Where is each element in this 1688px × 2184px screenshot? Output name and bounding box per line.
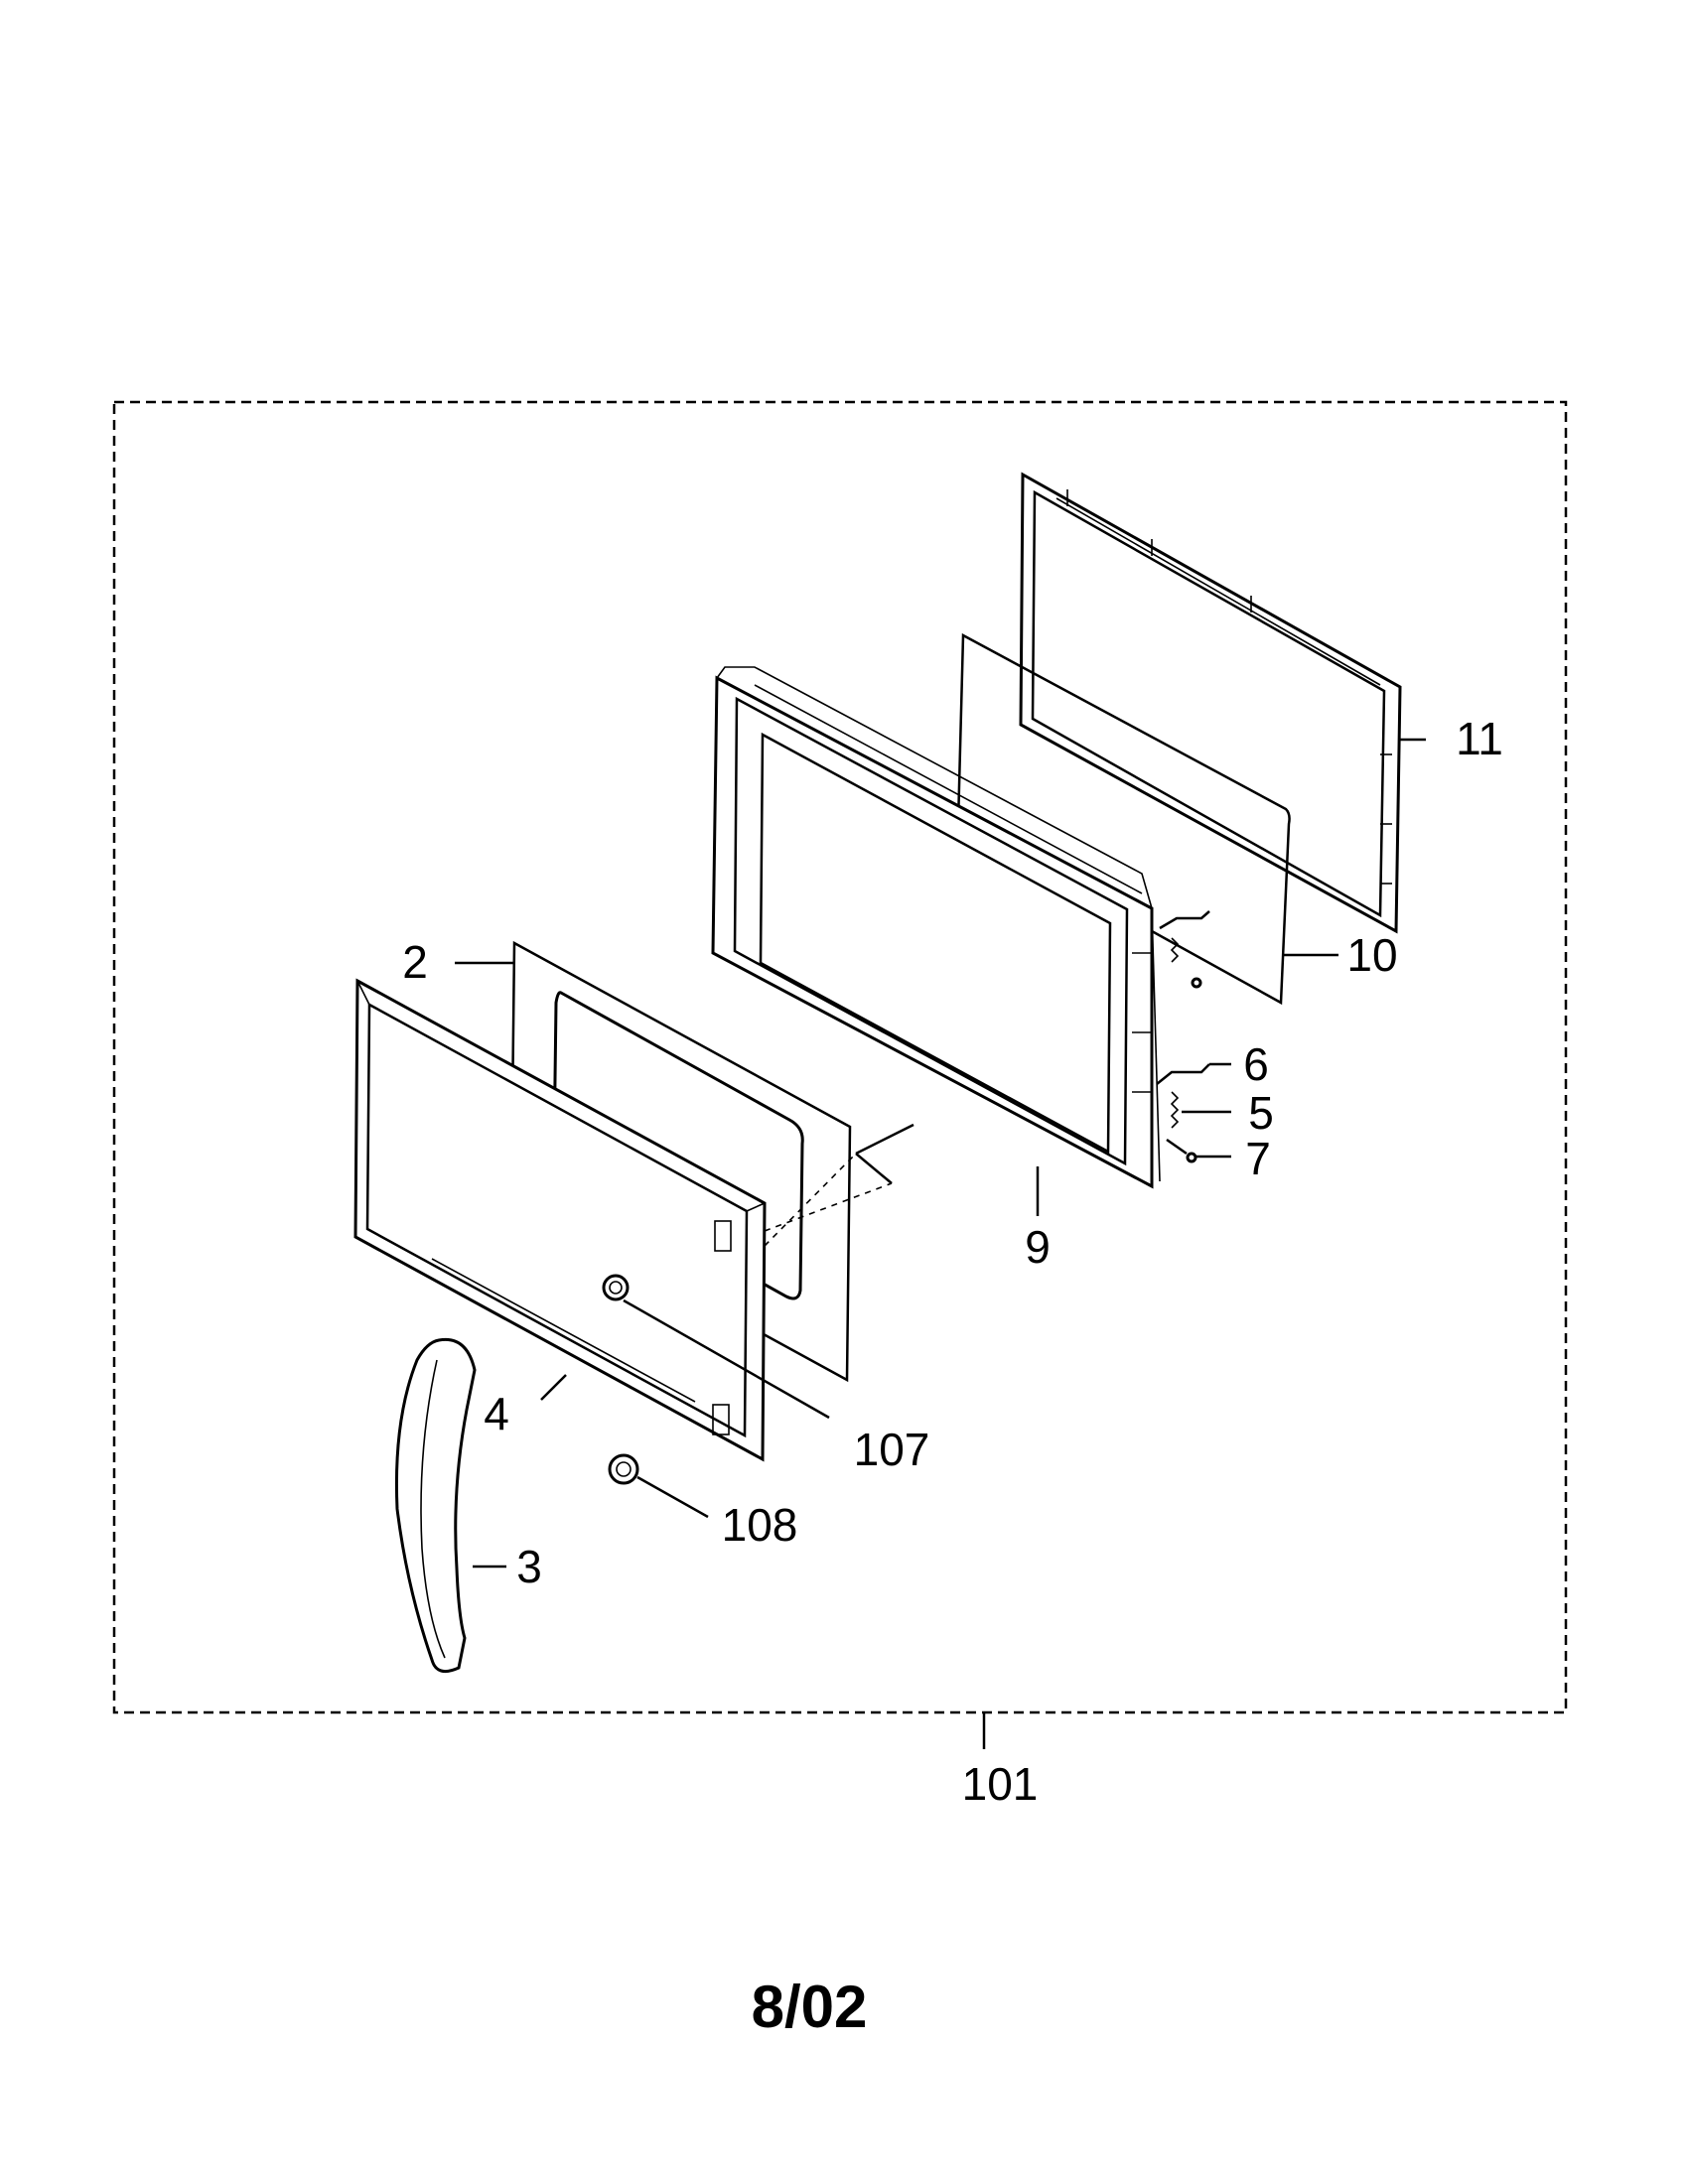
part-10-mesh-screen [956, 632, 1291, 1006]
part-7-screw [1166, 1138, 1197, 1163]
part-11-rear-frame [1019, 472, 1402, 934]
part-9-inner-panel [711, 666, 1161, 1189]
part-108-button [608, 1453, 639, 1485]
footer-code: 8/02 [752, 1974, 868, 2040]
part-107-latch-knob [602, 1274, 630, 1301]
assembly-boundary [112, 400, 1568, 1714]
callout-3: 3 [516, 1541, 542, 1592]
callout-101: 101 [962, 1758, 1039, 1810]
callout-6: 6 [1243, 1038, 1269, 1090]
callout-11: 11 [1456, 713, 1503, 764]
callout-107: 107 [854, 1424, 930, 1475]
part-5-spring [1170, 1091, 1180, 1129]
callout-5: 5 [1248, 1087, 1274, 1139]
part-6-hinge-lever [1156, 1063, 1210, 1085]
callout-7: 7 [1245, 1133, 1271, 1184]
callout-9: 9 [1025, 1221, 1051, 1273]
part-3-door-handle [394, 1337, 477, 1674]
callout-labels: 2 3 4 5 6 7 9 10 11 101 107 108 [402, 713, 1503, 1810]
callout-10: 10 [1346, 929, 1397, 981]
part-upper-hinge [1159, 910, 1210, 989]
callout-4: 4 [484, 1388, 509, 1439]
leader-lines [455, 738, 1426, 1749]
callout-108: 108 [722, 1499, 798, 1551]
part-4-door-frame [353, 978, 767, 1462]
callout-2: 2 [402, 936, 428, 988]
